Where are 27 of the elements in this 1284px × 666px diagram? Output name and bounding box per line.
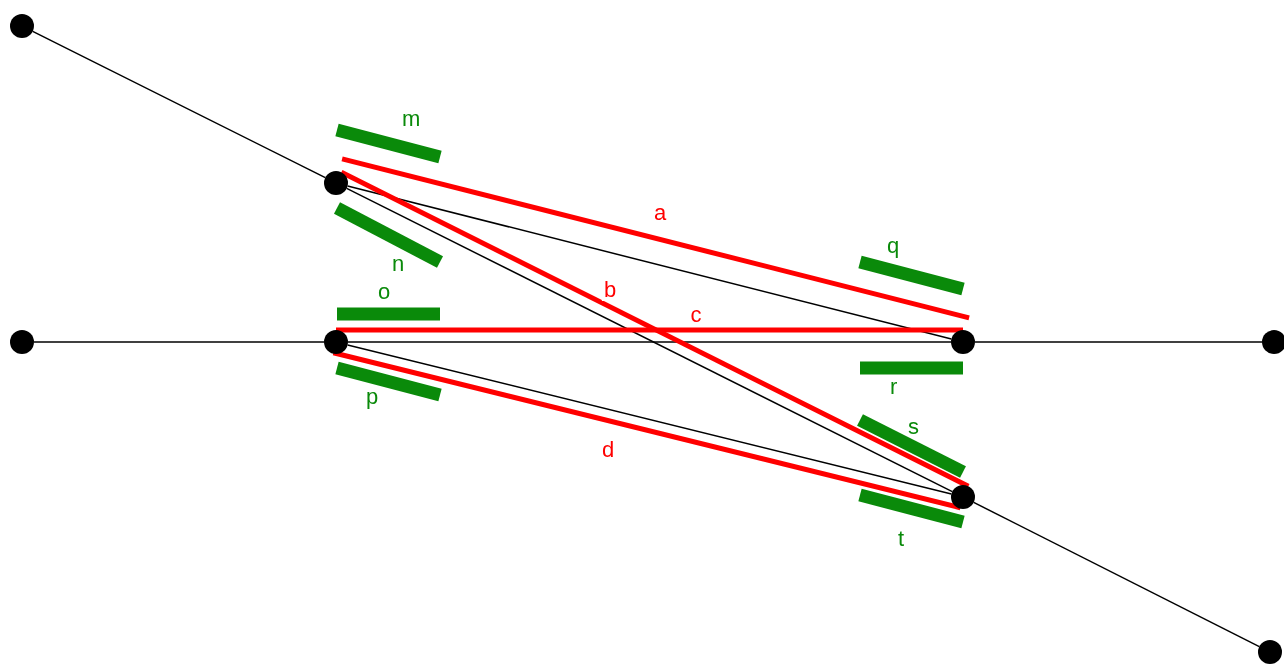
point-dot bbox=[951, 485, 975, 509]
point-dot bbox=[1258, 640, 1282, 664]
line bbox=[347, 341, 952, 343]
point-dot bbox=[10, 330, 34, 354]
bar-label: o bbox=[378, 281, 391, 303]
bar-label: m bbox=[402, 108, 421, 130]
point-dot bbox=[10, 14, 34, 38]
point-dot bbox=[324, 171, 348, 195]
line bbox=[974, 341, 1263, 343]
bar-label: q bbox=[887, 235, 900, 257]
line bbox=[346, 344, 953, 495]
line bbox=[33, 341, 325, 343]
thick-line bbox=[341, 156, 970, 321]
edge-label: b bbox=[601, 279, 619, 301]
line bbox=[31, 30, 327, 179]
bar-label: t bbox=[898, 528, 905, 550]
bar-label: r bbox=[890, 376, 898, 398]
bar-label: s bbox=[908, 416, 919, 438]
thick-line bbox=[336, 327, 963, 333]
point-dot bbox=[324, 330, 348, 354]
point-dot bbox=[1262, 330, 1284, 354]
line bbox=[346, 185, 953, 340]
point-dot bbox=[951, 330, 975, 354]
thick-line bbox=[332, 350, 961, 511]
line bbox=[972, 501, 1261, 648]
bar-label: p bbox=[366, 386, 379, 408]
bar-label: n bbox=[392, 253, 405, 275]
